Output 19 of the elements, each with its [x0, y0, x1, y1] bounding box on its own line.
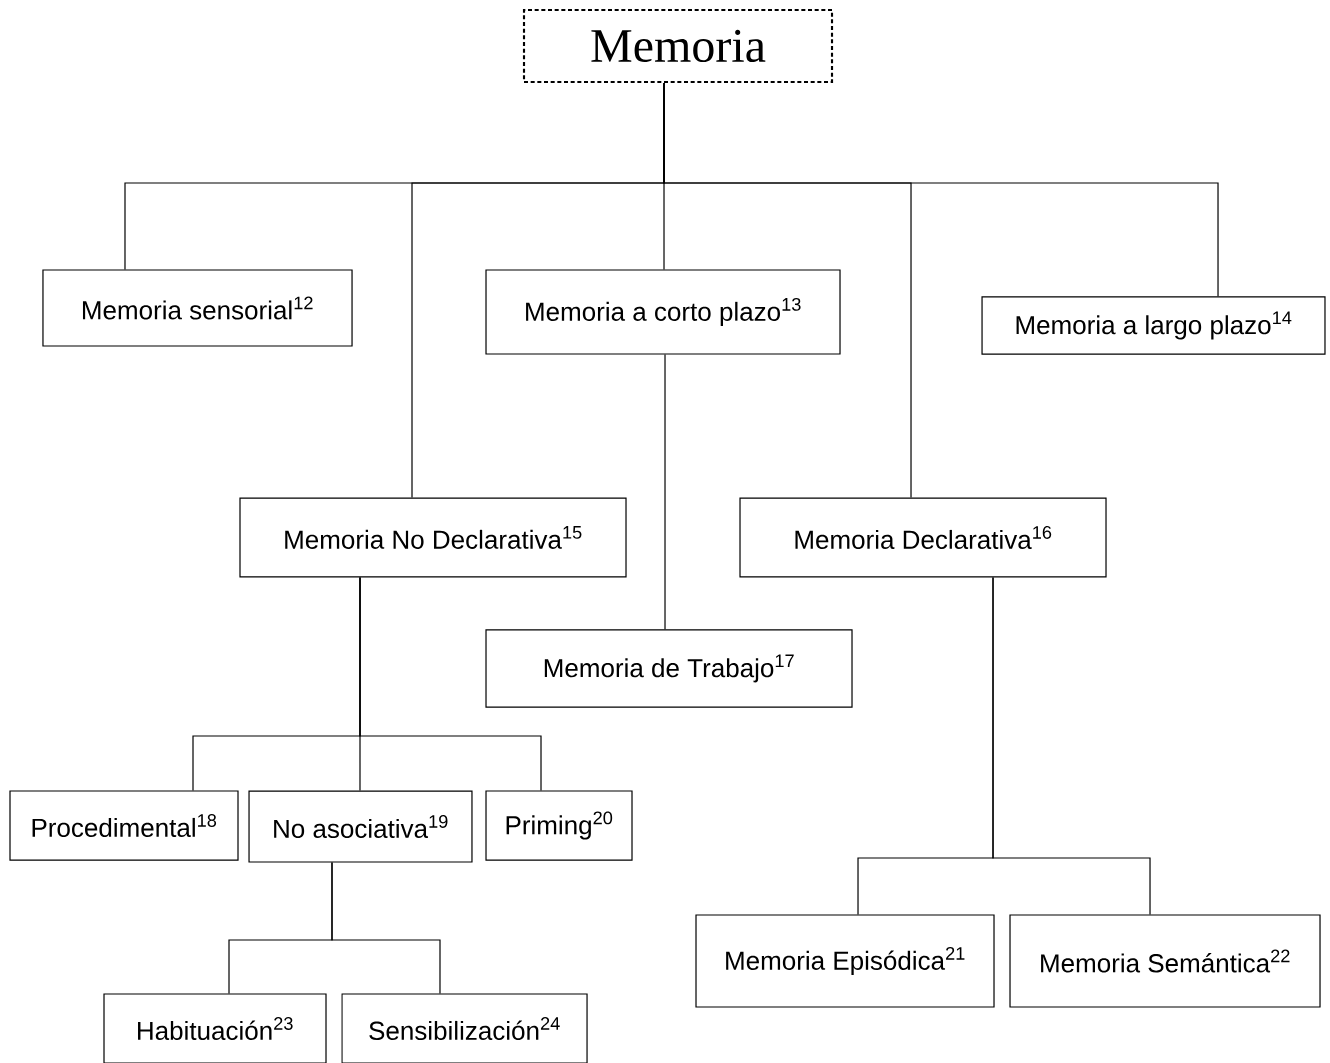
- memory-box: Memoria sensorial$^{12}$: [42, 269, 353, 347]
- title-box: Memoria: [522, 8, 834, 84]
- memory-box: Memoria No Declarativa$^{15}$: [239, 497, 627, 578]
- memory-box: Procedimental$^{18}$: [9, 790, 239, 861]
- connector-line: [331, 862, 441, 994]
- connector-line: [664, 354, 666, 630]
- memory-box: No asociativa$^{19}$: [248, 790, 473, 863]
- memory-box: Habituación$^{23}$: [103, 993, 327, 1063]
- memory-box: Memoria a corto plazo$^{13}$: [485, 269, 841, 355]
- memory-box: Memoria Semántica$^{22}$: [1009, 914, 1321, 1008]
- memory-box: Priming$^{20}$: [485, 790, 633, 861]
- memory-box: Memoria Declarativa$^{16}$: [739, 497, 1107, 578]
- connector-line: [663, 82, 1219, 297]
- connector-line: [992, 577, 1151, 915]
- memory-box: Memoria a largo plazo$^{14}$: [981, 296, 1326, 355]
- memory-box: Memoria Episódica$^{21}$: [695, 914, 995, 1008]
- memory-box: Memoria de Trabajo$^{17}$: [485, 629, 853, 708]
- connector-line: [359, 577, 542, 791]
- memory-box: Sensibilización$^{24}$: [341, 993, 588, 1063]
